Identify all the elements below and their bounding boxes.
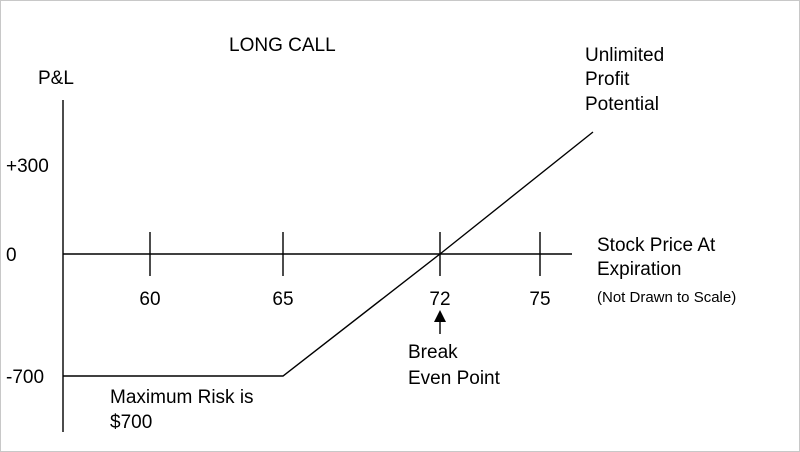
break-even-label-line-1: Break (408, 342, 458, 363)
unlimited-label: Unlimited (585, 45, 664, 66)
y-tick-label: +300 (6, 156, 49, 177)
x-tick-label: 60 (139, 289, 160, 310)
max-risk-label-line-1: Maximum Risk is (110, 387, 254, 408)
y-axis-label: P&L (38, 68, 74, 89)
x-tick-label: 72 (429, 289, 450, 310)
break-even-label-line-2: Even Point (408, 368, 501, 389)
potential-label: Potential (585, 94, 659, 115)
x-axis-note: (Not Drawn to Scale) (597, 289, 736, 306)
payoff-line (63, 131, 594, 377)
chart-title: LONG CALL (229, 35, 336, 56)
x-axis-label-line-1: Stock Price At (597, 235, 716, 256)
x-tick-label: 65 (272, 289, 293, 310)
x-tick-labels: 60 65 72 75 (139, 289, 550, 310)
max-risk-label-line-2: $700 (110, 412, 152, 433)
up-arrow-icon (434, 310, 446, 334)
y-tick-label: -700 (6, 367, 44, 388)
profit-label: Profit (585, 69, 630, 90)
y-tick-labels: +300 0 -700 (6, 156, 49, 388)
y-tick-label: 0 (6, 245, 17, 266)
x-tick-label: 75 (529, 289, 550, 310)
x-axis-label-line-2: Expiration (597, 259, 682, 280)
